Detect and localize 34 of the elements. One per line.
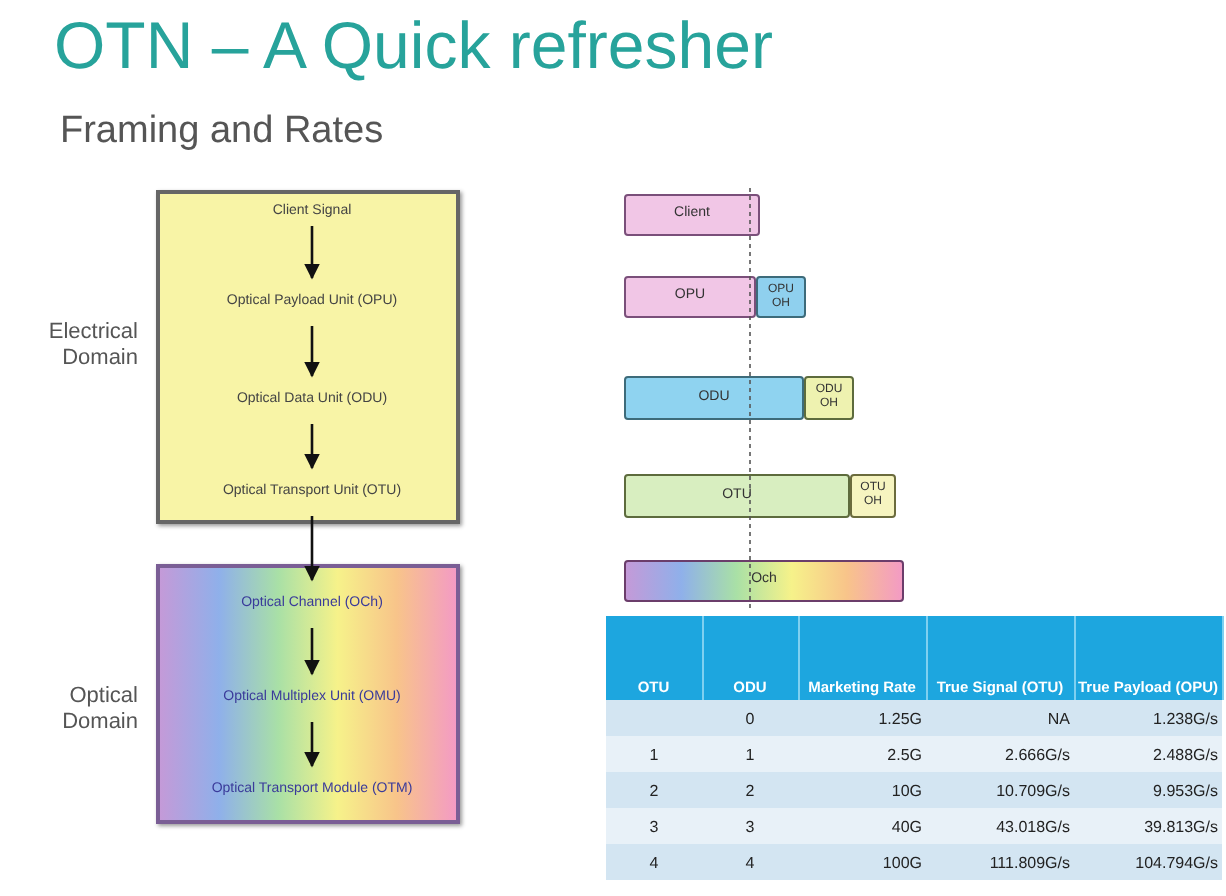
table-cell: 4 [702, 844, 798, 880]
table-cell: 1 [702, 736, 798, 772]
table-cell: 3 [606, 808, 702, 844]
table-cell: 2.666G/s [926, 736, 1074, 772]
table-cell: 111.809G/s [926, 844, 1074, 880]
table-cell: 39.813G/s [1074, 808, 1222, 844]
table-cell: 2.5G [798, 736, 926, 772]
title: OTN – A Quick refresher [54, 8, 773, 84]
subtitle: Framing and Rates [60, 110, 384, 154]
table-cell: 3 [702, 808, 798, 844]
table-cell: 4 [606, 844, 702, 880]
table-cell: 10.709G/s [926, 772, 1074, 808]
table-cell: 1.238G/s [1074, 700, 1222, 736]
table-cell: 10G [798, 772, 926, 808]
table-cell: 100G [798, 844, 926, 880]
table-cell: 43.018G/s [926, 808, 1074, 844]
arrow [304, 628, 320, 676]
arrow [304, 226, 320, 280]
arrow [304, 326, 320, 378]
table-cell: 9.953G/s [1074, 772, 1222, 808]
table-cell: NA [926, 700, 1074, 736]
domain-label: Electrical Domain [46, 320, 138, 373]
domain-label: Optical Domain [60, 684, 138, 737]
table-cell: 1.25G [798, 700, 926, 736]
arrow [304, 516, 320, 582]
arrow [304, 424, 320, 470]
table-cell: 104.794G/s [1074, 844, 1222, 880]
table-cell: 0 [702, 700, 798, 736]
table-cell: 40G [798, 808, 926, 844]
arrow [304, 722, 320, 768]
table-cell: 2.488G/s [1074, 736, 1222, 772]
table-cell: 2 [702, 772, 798, 808]
table-cell: 2 [606, 772, 702, 808]
table-cell: 1 [606, 736, 702, 772]
